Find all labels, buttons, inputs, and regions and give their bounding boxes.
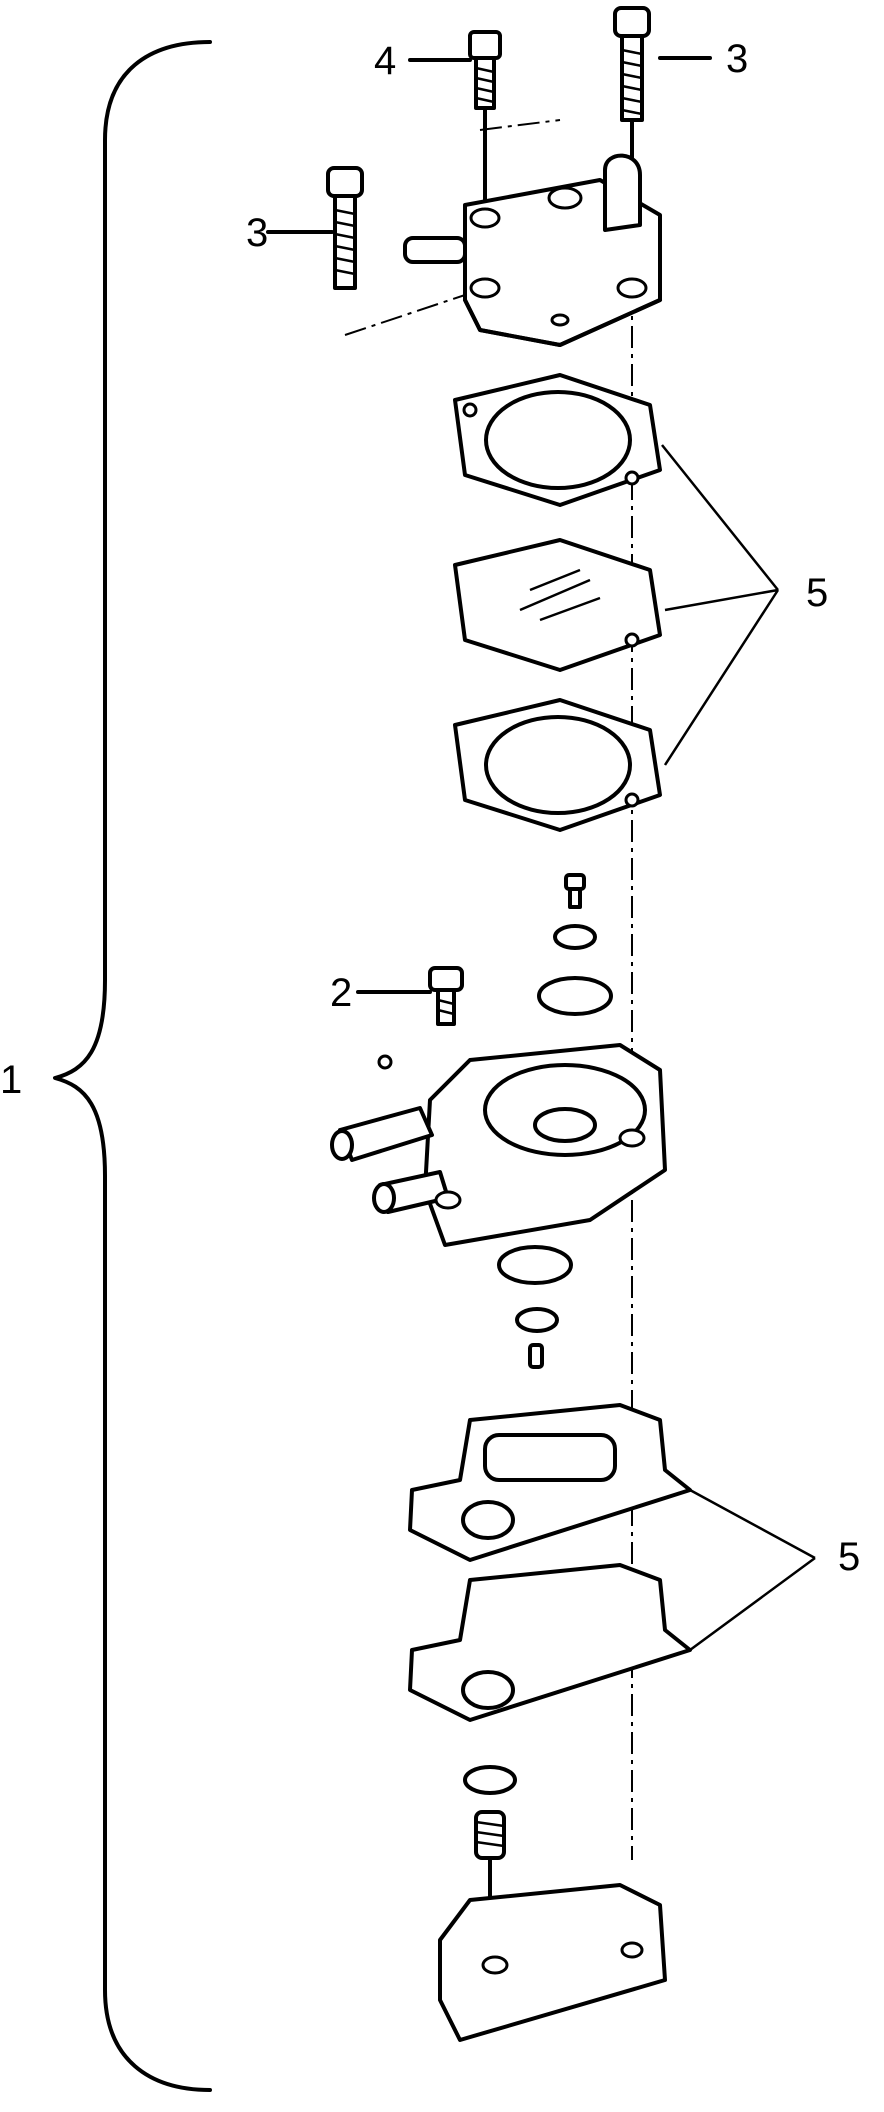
leader-5-upper	[661, 444, 780, 766]
callout-5-upper: 5	[806, 571, 828, 615]
callout-1: 1	[0, 1058, 22, 1102]
pump-base-plate	[438, 1883, 667, 2042]
check-valve-lower	[497, 1245, 573, 1369]
diaphragm	[453, 538, 662, 672]
callout-3-left: 3	[246, 211, 268, 255]
callout-3-right: 3	[726, 37, 748, 81]
callout-5-lower: 5	[838, 1535, 860, 1579]
alignment-line-upper	[479, 119, 561, 131]
screw-4	[468, 30, 502, 232]
gasket-lower-2	[408, 1563, 692, 1722]
valve-spring	[463, 1765, 517, 1952]
gasket-middle	[453, 698, 662, 832]
assembly-bracket	[53, 40, 212, 2092]
callout-4: 4	[374, 39, 396, 83]
gasket-upper	[453, 373, 662, 507]
screw-2	[428, 966, 464, 1026]
pump-top-cover	[403, 153, 662, 347]
gasket-lower-1	[408, 1403, 692, 1562]
leader-5-lower	[689, 1488, 816, 1652]
screw-3-left	[326, 166, 364, 290]
check-valve-upper	[537, 873, 613, 1016]
callout-2: 2	[330, 971, 352, 1015]
alignment-line-left	[344, 289, 481, 336]
pump-body	[330, 1043, 667, 1247]
